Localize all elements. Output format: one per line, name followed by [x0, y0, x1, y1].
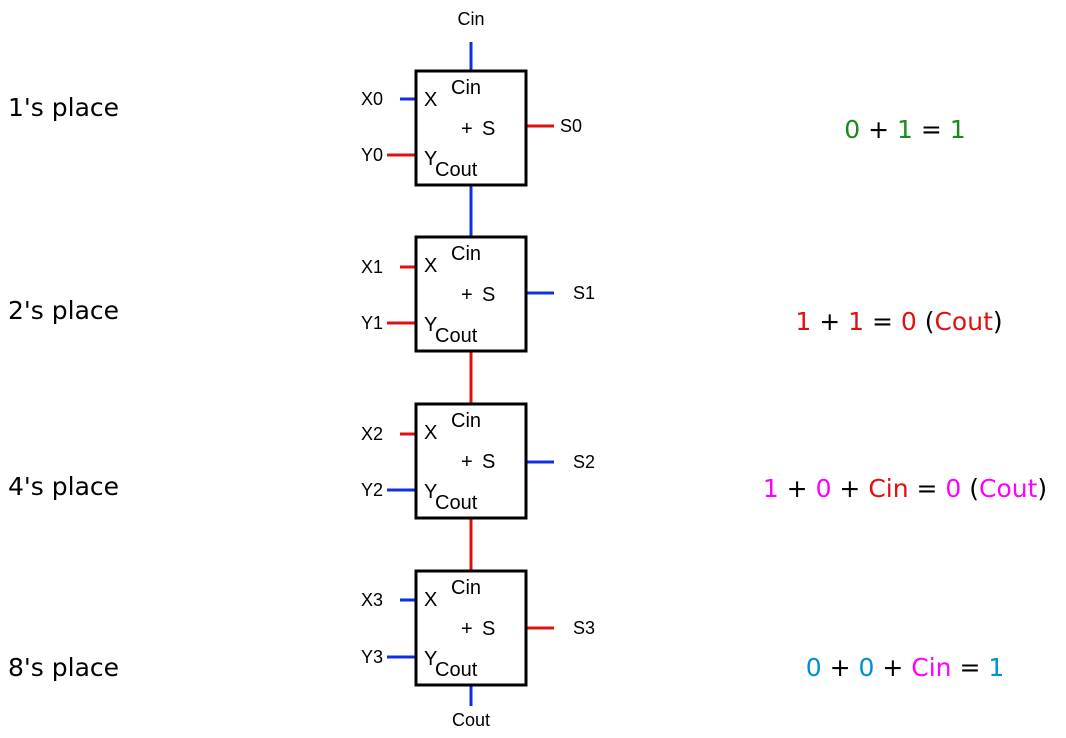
equation-segment: Cin: [911, 653, 951, 682]
x-pin-label: X1: [361, 257, 383, 277]
equation-segment: =: [909, 474, 946, 503]
block-x-label: X: [424, 255, 437, 277]
equation-segment: (: [961, 474, 979, 503]
block-cin-label: Cin: [451, 243, 481, 265]
place-label: 1's place: [8, 93, 119, 122]
full-adder-block: [414, 402, 528, 520]
stage-equation: 0 + 0 + Cin = 1: [806, 653, 1005, 682]
block-x-label: X: [424, 422, 437, 444]
block-y-label: Y: [424, 481, 437, 503]
stage-equation: 1 + 1 = 0 (Cout): [795, 307, 1002, 336]
s-pin-label: S3: [573, 618, 595, 638]
equation-segment: 1: [950, 115, 966, 144]
place-label: 8's place: [8, 653, 119, 682]
equation-segment: 1: [848, 307, 864, 336]
block-cout-label: Cout: [435, 492, 478, 514]
place-label: 4's place: [8, 472, 119, 501]
equation-segment: 0: [816, 474, 832, 503]
equation-segment: Cout: [934, 307, 993, 336]
block-cin-label: Cin: [451, 577, 481, 599]
wires: [387, 42, 554, 706]
equation-segment: 1: [988, 653, 1004, 682]
equation-segment: 0: [901, 307, 917, 336]
x-pin-label: X0: [361, 89, 383, 109]
top-carry-in-label: Cin: [457, 9, 484, 29]
block-x-label: X: [424, 589, 437, 611]
s-pin-label: S2: [573, 452, 595, 472]
y-pin-label: Y2: [361, 480, 383, 500]
block-y-label: Y: [424, 148, 437, 170]
equation-segment: +: [831, 474, 868, 503]
equation-segment: +: [779, 474, 816, 503]
equation-segment: ): [993, 307, 1003, 336]
block-cout-label: Cout: [435, 325, 478, 347]
s-pin-label: S0: [560, 116, 582, 136]
y-pin-label: Y3: [361, 647, 383, 667]
full-adder-block: [414, 569, 528, 687]
bottom-carry-out-label: Cout: [452, 710, 490, 730]
equation-segment: Cin: [868, 474, 908, 503]
y-pin-label: Y1: [361, 313, 383, 333]
equation-segment: 0: [859, 653, 875, 682]
block-s-label: S: [482, 284, 495, 306]
block-cout-label: Cout: [435, 159, 478, 181]
block-cin-label: Cin: [451, 77, 481, 99]
x-pin-label: X2: [361, 424, 383, 444]
y-pin-label: Y0: [361, 145, 383, 165]
equation-segment: (: [917, 307, 935, 336]
stage-equation: 0 + 1 = 1: [844, 115, 965, 144]
block-s-label: S: [482, 618, 495, 640]
equation-segment: 1: [763, 474, 779, 503]
block-cin-label: Cin: [451, 410, 481, 432]
equation-segment: =: [952, 653, 989, 682]
equation-segment: 0: [844, 115, 860, 144]
equation-segment: 1: [897, 115, 913, 144]
place-label: 2's place: [8, 296, 119, 325]
s-pin-label: S1: [573, 283, 595, 303]
equation-segment: =: [913, 115, 950, 144]
equation-segment: =: [864, 307, 901, 336]
block-plus-label: +: [461, 118, 473, 140]
equation-segment: +: [860, 115, 897, 144]
equation-segment: 1: [795, 307, 811, 336]
x-pin-label: X3: [361, 590, 383, 610]
equation-segment: +: [811, 307, 848, 336]
equation-segment: 0: [806, 653, 822, 682]
stage-equation: 1 + 0 + Cin = 0 (Cout): [763, 474, 1047, 503]
equation-segment: +: [874, 653, 911, 682]
equation-segment: 0: [945, 474, 961, 503]
block-plus-label: +: [461, 451, 473, 473]
block-x-label: X: [424, 89, 437, 111]
block-y-label: Y: [424, 648, 437, 670]
block-y-label: Y: [424, 314, 437, 336]
equation-segment: ): [1037, 474, 1047, 503]
equation-segment: +: [822, 653, 859, 682]
block-cout-label: Cout: [435, 659, 478, 681]
full-adder-block: [414, 69, 528, 187]
equation-segment: Cout: [979, 474, 1038, 503]
block-s-label: S: [482, 118, 495, 140]
block-s-label: S: [482, 451, 495, 473]
block-plus-label: +: [461, 618, 473, 640]
block-plus-label: +: [461, 284, 473, 306]
full-adder-block: [414, 235, 528, 353]
